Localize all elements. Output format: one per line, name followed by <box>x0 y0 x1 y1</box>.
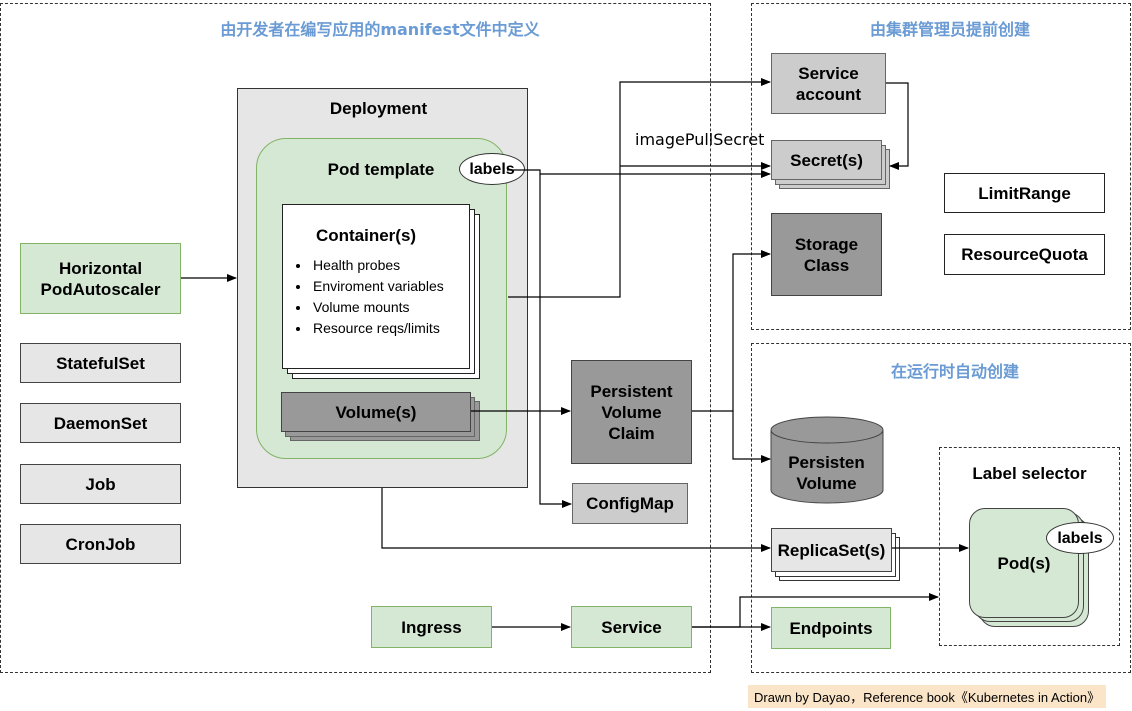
service-to-labelselector-arrow <box>692 593 939 628</box>
ingress-box: Ingress <box>371 606 492 648</box>
pod-template-title: Pod template <box>327 160 435 179</box>
footer-credit: Drawn by Dayao，Reference book《Kubernetes… <box>748 685 1107 708</box>
container-item: Health probes <box>311 255 469 276</box>
service-account-box: Service account <box>771 53 886 114</box>
secret-box: Secret(s) <box>771 140 882 180</box>
pvc-box: Persistent Volume Claim <box>571 360 692 464</box>
persistent-volume-cylinder <box>770 416 884 504</box>
developer-region-title: 由开发者在编写应用的manifest文件中定义 <box>220 20 540 39</box>
service-box: Service <box>571 606 692 648</box>
podtemplate-to-secret-arrow <box>507 169 771 178</box>
replicaset-box: ReplicaSet(s) <box>771 528 892 572</box>
container-item-list: Health probes Enviroment variables Volum… <box>283 255 469 339</box>
developer-region <box>0 3 711 673</box>
limit-range-box: LimitRange <box>944 173 1105 213</box>
deployment-to-replicaset-arrow <box>381 488 771 552</box>
image-pull-secret-label: imagePullSecret <box>635 130 765 149</box>
statefulset-box: StatefulSet <box>20 343 181 383</box>
container-title: Container(s) <box>315 226 417 245</box>
runtime-region <box>751 343 1131 673</box>
configmap-box: ConfigMap <box>572 483 688 524</box>
container-item: Resource reqs/limits <box>311 318 469 339</box>
label-selector-title: Label selector <box>972 464 1087 483</box>
container-card: Container(s) Health probes Enviroment va… <box>282 204 470 369</box>
cronjob-box: CronJob <box>20 524 181 564</box>
pod-labels: labels <box>1046 522 1114 554</box>
container-to-serviceaccount-arrow <box>508 78 771 298</box>
deployment-title: Deployment <box>329 99 428 118</box>
serviceaccount-to-secret-arrow <box>886 82 909 170</box>
container-item: Volume mounts <box>311 297 469 318</box>
persistent-volume-label: Persisten Volume <box>788 453 865 493</box>
storage-class-box: Storage Class <box>771 213 882 296</box>
admin-region-title: 由集群管理员提前创建 <box>869 20 1030 39</box>
resource-quota-box: ResourceQuota <box>944 234 1105 275</box>
daemonset-box: DaemonSet <box>20 403 181 443</box>
volume-box: Volume(s) <box>281 392 471 432</box>
label-selector-region <box>939 447 1120 646</box>
podtemplate-to-configmap-arrow <box>539 174 572 508</box>
pod-template-labels: labels <box>459 153 525 185</box>
endpoints-box: Endpoints <box>771 607 891 649</box>
runtime-region-title: 在运行时自动创建 <box>890 362 1019 381</box>
hpa-box: Horizontal PodAutoscaler <box>20 243 181 314</box>
job-box: Job <box>20 464 181 504</box>
pvc-to-storageclass-arrow <box>692 250 771 412</box>
pvc-to-pv-arrow <box>732 411 771 463</box>
container-item: Enviroment variables <box>311 276 469 297</box>
